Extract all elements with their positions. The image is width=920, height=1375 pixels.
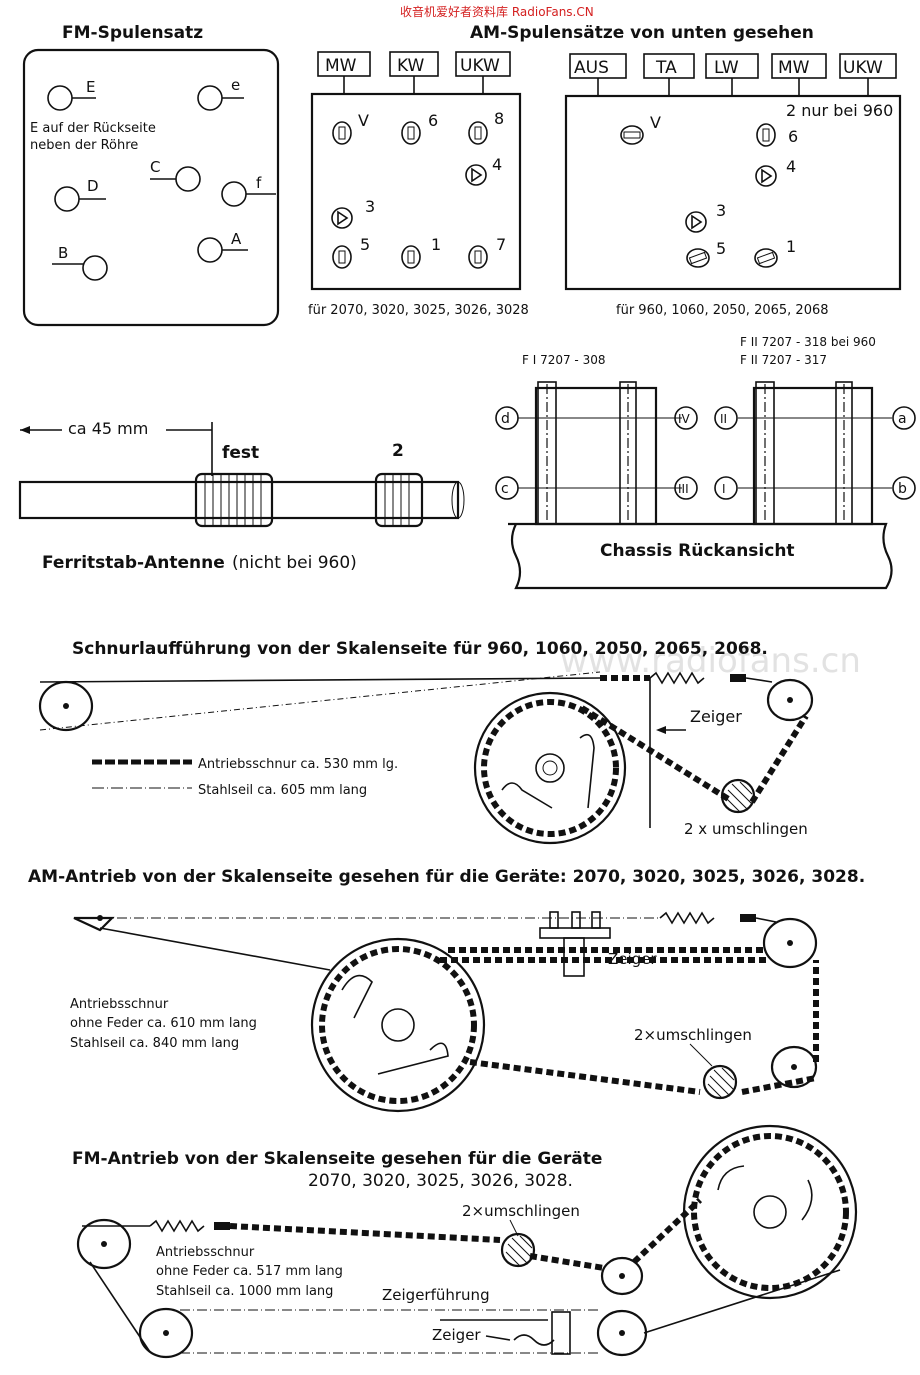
am-right-label-V: V [650,113,661,132]
am-left-label-6: 6 [428,111,438,130]
fm-drive-title-line2: 2070, 3020, 3025, 3026, 3028. [308,1171,573,1191]
fm-point-f: f [256,174,262,192]
fm-point-C: C [150,158,160,176]
am-right-label-1: 1 [786,237,796,256]
am-right-caption: für 960, 1060, 2050, 2065, 2068 [616,303,829,318]
am-left-label-V: V [358,111,369,130]
chassis-terminal-III: III [678,482,689,496]
am-left-label-5: 5 [360,235,370,254]
chassis-terminal-II: II [720,412,727,426]
chassis-rear-view: F I 7207 - 308 F II 7207 - 318 bei 960 F… [495,335,916,590]
am-right-coils: V 6 4 3 5 1 [620,113,798,268]
fm-coil-points: E e E auf der Rückseite neben der Röhre … [30,76,276,281]
fm-drive-note3: Stahlseil ca. 1000 mm lang [156,1284,333,1299]
fm-point-A: A [231,230,242,248]
am-left-button-row: MW KW UKW [317,51,511,94]
am-right-button-ukw: UKW [843,58,883,78]
ferrite-dimension: ca 45 mm [68,419,148,438]
am-right-button-ta: TA [655,58,677,78]
am-right-coil-frame [564,94,902,291]
fm-drive-pointer-label: Zeiger [432,1326,481,1344]
am-drive-note3: Stahlseil ca. 840 mm lang [70,1036,239,1051]
am-drive-diagram: AM-Antrieb von der Skalenseite gesehen f… [28,867,865,1113]
ferrite-rod-antenna: ca 45 mm fest 2 Ferritstab-Antenne (nich… [18,419,465,573]
chassis-terminal-I: I [722,482,726,496]
cord1-legend-drive: Antriebsschnur ca. 530 mm lg. [198,757,398,772]
am-left-button-mw: MW [325,56,357,76]
am-drive-note1: Antriebsschnur [70,997,169,1012]
chassis-label-f2a: F II 7207 - 318 bei 960 [740,335,876,349]
fm-point-E: E [86,78,95,96]
cord1-pointer-label: Zeiger [690,707,742,726]
chassis-title: Chassis Rückansicht [600,541,795,561]
am-right-label-5: 5 [716,239,726,258]
am-right-button-row: AUS TA LW MW UKW [569,53,897,96]
am-left-label-3: 3 [365,197,375,216]
am-left-button-kw: KW [397,56,425,76]
am-right-label-3: 3 [716,201,726,220]
cord1-title: Schnurlaufführung von der Skalenseite fü… [72,639,768,659]
fm-point-D: D [87,177,99,195]
am-drive-note2: ohne Feder ca. 610 mm lang [70,1016,257,1031]
ferrite-note: (nicht bei 960) [232,553,357,573]
fm-drive-title-line1: FM-Antrieb von der Skalenseite gesehen f… [72,1149,602,1169]
fm-note-line2: neben der Röhre [30,138,138,153]
fm-drive-guide-label: Zeigerführung [382,1286,490,1304]
am-left-button-ukw: UKW [460,56,500,76]
am-right-button-lw: LW [714,58,739,78]
cord-routing-diagram: Schnurlaufführung von der Skalenseite fü… [38,639,814,845]
fm-drive-note1: Antriebsschnur [156,1245,255,1260]
fm-coil-set-frame [22,48,280,327]
am-drive-wraps: 2×umschlingen [634,1026,752,1044]
chassis-terminal-c: c [501,481,509,497]
fm-coil-set-title: FM-Spulensatz [62,23,203,43]
am-coil-sets-title: AM-Spulensätze von unten gesehen [470,23,814,43]
watermark-middle: www.radiofans.cn [560,641,861,681]
ferrite-coil2-label: 2 [392,441,404,461]
fm-drive-note2: ohne Feder ca. 517 mm lang [156,1264,343,1279]
am-left-coils: V 6 8 4 3 5 1 7 [331,109,506,269]
am-left-label-1: 1 [431,235,441,254]
am-right-button-aus: AUS [574,58,609,78]
am-left-coil-frame [310,92,522,291]
am-right-label-4: 4 [786,157,796,176]
chassis-label-f2b: F II 7207 - 317 [740,353,827,367]
am-right-button-mw: MW [778,58,810,78]
am-left-label-7: 7 [496,235,506,254]
am-right-note: 2 nur bei 960 [786,101,893,120]
watermark-top: 收音机爱好者资料库 RadioFans.CN [400,4,594,19]
am-left-label-4: 4 [492,155,502,174]
ferrite-fixed-label: fest [222,443,259,463]
am-drive-title: AM-Antrieb von der Skalenseite gesehen f… [28,867,865,887]
ferrite-title: Ferritstab-Antenne [42,553,225,573]
chassis-terminal-b: b [898,481,907,497]
am-right-label-6: 6 [788,127,798,146]
chassis-terminal-a: a [898,411,907,427]
chassis-terminal-IV: IV [678,412,691,426]
fm-drive-diagram: FM-Antrieb von der Skalenseite gesehen f… [72,1124,858,1359]
cord1-legend-steel: Stahlseil ca. 605 mm lang [198,783,367,798]
fm-point-e: e [231,76,240,94]
cord1-wraps: 2 x umschlingen [684,820,808,838]
chassis-terminal-d: d [501,411,510,427]
fm-point-B: B [58,244,68,262]
fm-drive-wraps: 2×umschlingen [462,1202,580,1220]
chassis-label-f1: F I 7207 - 308 [522,353,605,367]
fm-note-line1: E auf der Rückseite [30,121,156,136]
am-left-label-8: 8 [494,109,504,128]
am-left-caption: für 2070, 3020, 3025, 3026, 3028 [308,303,529,318]
